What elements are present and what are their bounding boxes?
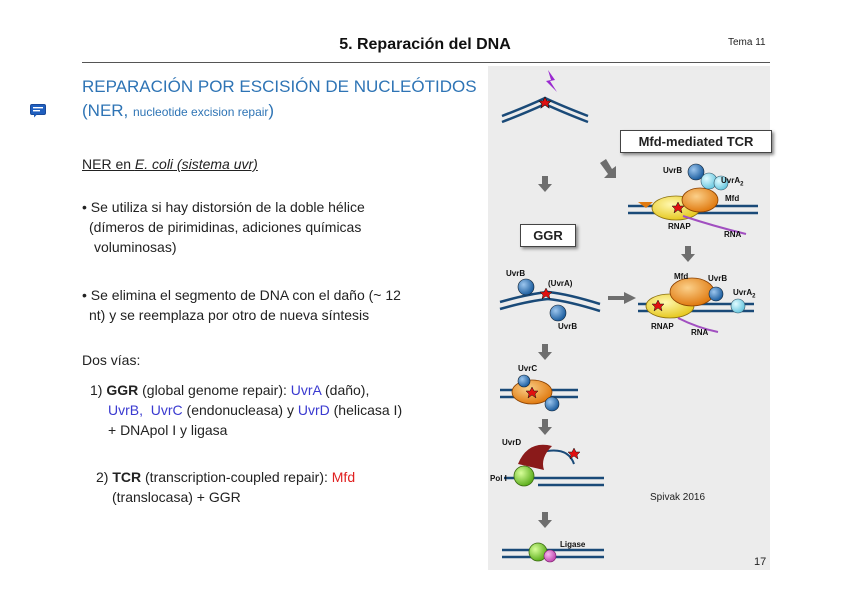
damaged-dna-top — [501, 70, 589, 124]
label-uvrc: UvrC — [518, 364, 538, 373]
via-tcr-abbr: TCR — [112, 469, 142, 485]
pathway-diagram — [499, 70, 758, 563]
topic-label: Tema 11 — [728, 37, 766, 48]
slide-title: 5. Reparación del DNA — [339, 36, 511, 53]
label-uvra2-2: UvrA2 — [733, 288, 755, 300]
ner-pathway-figure: Mfd-mediated TCR GGR UvrB UvrA2 Mfd RNAP… — [488, 66, 772, 570]
label-rna-2: RNA — [691, 328, 709, 337]
subheading-open: (NER, — [82, 101, 133, 120]
label-mfd-2: Mfd — [674, 272, 689, 281]
ner-ecoli-subtitle: NER en E. coli (sistema uvr) — [82, 154, 258, 174]
label-uvrb-2: UvrB — [708, 274, 728, 283]
box-ggr: GGR — [520, 224, 576, 247]
via-tcr-desc: (transcription-coupled repair): — [141, 469, 332, 485]
via-ggr-abbr: GGR — [106, 382, 139, 398]
mfd-name: Mfd — [331, 469, 356, 485]
label-uvra2-2-text: UvrA — [733, 288, 753, 297]
page-number: 17 — [754, 556, 767, 568]
label-uvra2-2-sub: 2 — [752, 293, 756, 300]
header-divider — [82, 62, 770, 63]
lesion-star-icon — [538, 96, 552, 109]
bullet-1-line-2: (dímeros de pirimidinas, adiciones quími… — [89, 219, 362, 235]
uvrc-name: UvrC — [150, 402, 183, 418]
ner-en: NER en — [82, 156, 135, 172]
label-rna-1: RNA — [724, 230, 742, 239]
ecoli: E. coli — [134, 156, 174, 172]
label-uvrb-1: UvrB — [663, 166, 683, 175]
uvra-note: (daño), — [321, 382, 370, 398]
label-rnap-2: RNAP — [651, 322, 674, 331]
bullet-2-line-2: nt) y se reemplaza por otro de nueva sín… — [89, 307, 370, 323]
uvrb-name: UvrB, — [108, 402, 143, 418]
subheading-close: ) — [268, 101, 275, 120]
label-rnap-1: RNAP — [668, 222, 691, 231]
label-pol-i: Pol I — [490, 474, 507, 483]
bullet-2-line-1: • Se elimina el segmento de DNA con el d… — [82, 287, 401, 303]
dos-vias-label: Dos vías: — [82, 352, 141, 368]
via-ggr-line-2: UvrB, UvrC (endonucleasa) y UvrD (helica… — [90, 400, 402, 420]
figure-credit: Spivak 2016 — [650, 492, 706, 503]
via-ggr-line-3: + DNApol I y ligasa — [108, 422, 228, 438]
uvrd-note: (helicasa I) — [329, 402, 403, 418]
box-mfd-tcr: Mfd-mediated TCR — [620, 130, 772, 153]
tcr-step-2 — [638, 277, 754, 333]
bullet-1: • Se utiliza si hay distorsión de la dob… — [82, 197, 365, 257]
flow-arrows — [538, 159, 695, 528]
bullet-1-line-3: voluminosas) — [94, 239, 177, 255]
ligase-step — [502, 542, 604, 563]
label-ligase: Ligase — [560, 540, 586, 549]
via-ggr: 1) GGR (global genome repair): UvrA (dañ… — [90, 380, 402, 440]
label-mfd-1: Mfd — [725, 194, 740, 203]
uvr-sep — [143, 402, 151, 418]
tcr-step-1 — [628, 163, 758, 235]
section-heading: REPARACIÓN POR ESCISIÓN DE NUCLEÓTIDOS — [82, 77, 477, 96]
label-uvra-paren: (UvrA) — [548, 279, 573, 288]
via-tcr-line-1: 2) TCR (transcription-coupled repair): M… — [96, 467, 355, 487]
sistema-uvr: (sistema uvr) — [173, 156, 258, 172]
uvra-name: UvrA — [290, 382, 322, 398]
uv-bolt-icon — [546, 70, 557, 92]
bullet-2: • Se elimina el segmento de DNA con el d… — [82, 285, 401, 325]
via-ggr-line-1: 1) GGR (global genome repair): UvrA (dañ… — [90, 380, 402, 400]
via-tcr: 2) TCR (transcription-coupled repair): M… — [96, 467, 355, 507]
label-uvrd: UvrD — [502, 438, 522, 447]
comment-icon[interactable] — [30, 104, 46, 118]
section-subheading: (NER, nucleotide excision repair) — [82, 101, 274, 121]
uvrd-name: UvrD — [297, 402, 330, 418]
label-uvra2-1: UvrA2 — [721, 176, 743, 188]
label-uvrb-4: UvrB — [558, 322, 578, 331]
ggr-step — [499, 278, 601, 322]
subheading-english: nucleotide excision repair — [133, 105, 269, 119]
via-tcr-line-2: (translocasa) + GGR — [112, 489, 241, 505]
uvrc-note: (endonucleasa) y — [182, 402, 298, 418]
uvrc-step — [500, 374, 578, 412]
bullet-1-line-1: • Se utiliza si hay distorsión de la dob… — [82, 199, 365, 215]
label-uvra2-1-text: UvrA — [721, 176, 741, 185]
label-uvra2-1-sub: 2 — [740, 181, 744, 188]
label-uvrb-3: UvrB — [506, 269, 526, 278]
via-ggr-num: 1) — [90, 382, 107, 398]
via-tcr-num: 2) — [96, 469, 113, 485]
via-ggr-desc: (global genome repair): — [138, 382, 291, 398]
uvrd-poli-step — [504, 444, 604, 487]
